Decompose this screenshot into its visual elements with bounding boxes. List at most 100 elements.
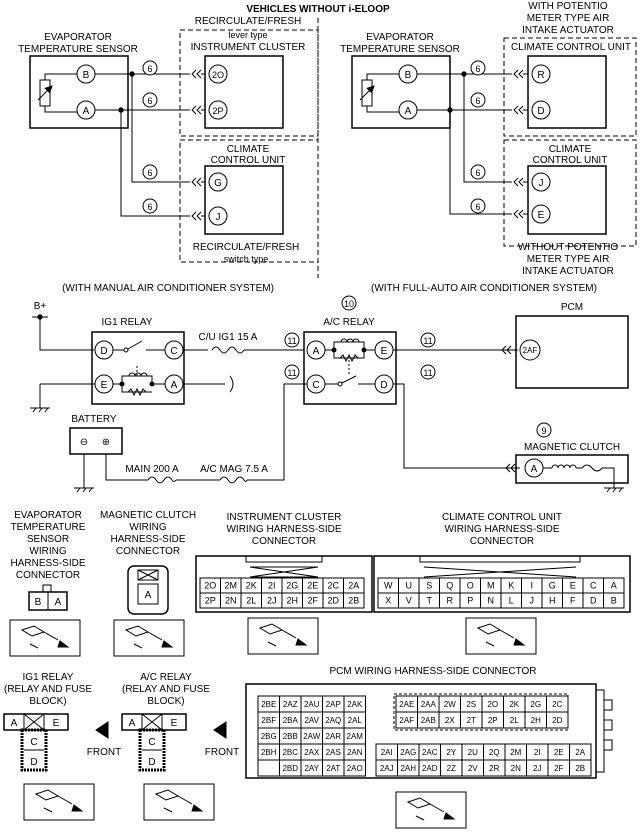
- pin-label: 2AI: [381, 748, 393, 757]
- ig1-term-a: A: [171, 380, 178, 391]
- pin-label: F: [570, 596, 576, 606]
- ccu2-title-1: CLIMATE: [549, 144, 592, 155]
- auto-ccu2-box: [527, 165, 607, 235]
- pin-label: 2Z: [447, 764, 456, 773]
- pin-label: 2E: [554, 748, 564, 757]
- pin-label: 2AL: [348, 716, 363, 725]
- pin-label: 2AP: [326, 700, 341, 709]
- plug-icon: [23, 783, 95, 821]
- wire-num: 6: [147, 202, 152, 212]
- pin-label: 2AE: [399, 700, 414, 709]
- pin-label: 2E: [307, 581, 318, 591]
- ccu-conn-title-1: CLIMATE CONTROL UNIT: [442, 512, 562, 523]
- pin-label: 2M: [510, 748, 521, 757]
- pin-label: 2AF: [399, 716, 414, 725]
- pin-label: 2N: [225, 596, 237, 606]
- pin-label: 2AO: [347, 764, 363, 773]
- ac-relay-box: [303, 331, 397, 405]
- pin-label: 2B: [575, 764, 585, 773]
- ac-term-e: E: [381, 346, 388, 357]
- ac-conn-title-3: BLOCK): [147, 696, 184, 707]
- pin-label: 2M: [224, 581, 237, 591]
- pin-label: 2AS: [326, 748, 341, 757]
- climate-control-unit-box: [204, 165, 284, 235]
- ig1-relay-label: IG1 RELAY: [102, 317, 153, 328]
- ccu-title-1: CLIMATE: [227, 144, 270, 155]
- relay-section: B+ IG1 RELAY D C E A C/U IG1 15 A 11 10 …: [30, 295, 629, 493]
- pin-label: 2I: [268, 581, 276, 591]
- plug-icon: [143, 783, 215, 821]
- auto-ac-section: EVAPORATOR TEMPERATURE SENSOR B A 6 6 6 …: [340, 1, 637, 294]
- pin-label: 2AC: [422, 748, 438, 757]
- without-potentio-1: WITHOUT POTENTIO: [518, 242, 619, 253]
- evap-term-a: A: [83, 106, 90, 117]
- evap-sensor-label-2: TEMPERATURE SENSOR: [18, 44, 138, 55]
- pin-label: X: [385, 596, 391, 606]
- fuse-icon: [219, 476, 248, 484]
- pin-label: 2X: [445, 716, 455, 725]
- pin-label: 2AN: [347, 748, 363, 757]
- cluster-term-2o: 2O: [212, 70, 224, 80]
- wire-num: 6: [475, 202, 480, 212]
- diagram-title: VEHICLES WITHOUT i-ELOOP: [246, 4, 390, 15]
- pin-label: 2AG: [400, 748, 416, 757]
- clutch-conn-title-3: HARNESS-SIDE: [110, 534, 185, 545]
- pin-label: D: [590, 596, 597, 606]
- pin-label: 2D: [552, 716, 562, 725]
- ac-term-c: C: [312, 380, 319, 391]
- instrument-cluster-box: [204, 55, 284, 129]
- evap-conn-title-5: HARNESS-SIDE: [10, 558, 85, 569]
- pin-label: 2V: [468, 764, 478, 773]
- pin-label: 2AH: [400, 764, 416, 773]
- pin-label: 2K: [246, 581, 257, 591]
- pin-label: W: [384, 581, 393, 591]
- pin-cell: [257, 759, 280, 777]
- ig1-term-c: C: [170, 346, 177, 357]
- wire-num: 6: [475, 168, 480, 178]
- pin-label: 2J: [533, 764, 541, 773]
- pcm-box: [515, 315, 629, 389]
- pin-label: 2F: [307, 596, 318, 606]
- pin-label: 2AX: [304, 748, 320, 757]
- pin-label: 2AY: [304, 764, 319, 773]
- pin-label: 2L: [246, 596, 256, 606]
- pin-label: J: [530, 596, 535, 606]
- ig1-pin-e: E: [53, 718, 60, 729]
- pin-label: 2P: [205, 596, 216, 606]
- ccu-term-g: G: [214, 178, 222, 189]
- plug-icon: [465, 617, 537, 655]
- ig1-conn-title-1: IG1 RELAY: [23, 672, 74, 683]
- ccu2-dashed-box: [503, 139, 637, 247]
- relay-switch: [127, 340, 143, 350]
- wire-num: 11: [423, 368, 432, 378]
- pin-label: 2BC: [282, 748, 298, 757]
- pin-label: 2R: [489, 764, 499, 773]
- evap-conn-title-2: TEMPERATURE: [11, 522, 86, 533]
- pin-label: 2AU: [304, 700, 320, 709]
- battery-label: BATTERY: [71, 414, 117, 425]
- pin-label: 2S: [466, 700, 476, 709]
- pin-label: Q: [446, 581, 453, 591]
- fuse-cu-label: C/U IG1 15 A: [199, 332, 258, 343]
- pin-label: L: [509, 596, 514, 606]
- manual-ac-section: EVAPORATOR TEMPERATURE SENSOR B A 6 6 6 …: [18, 16, 319, 294]
- fuse-icon: [147, 476, 177, 484]
- pin-label: 2AR: [325, 732, 341, 741]
- pin-label: 2C: [552, 700, 562, 709]
- clutch-term-a: A: [531, 464, 538, 475]
- pin-label: 2F: [554, 764, 563, 773]
- wire-num: 6: [147, 96, 152, 106]
- ig1-pin-a: A: [11, 718, 18, 729]
- cluster-title-1: RECIRCULATE/FRESH: [195, 16, 302, 27]
- pin-label: 2Y: [446, 748, 456, 757]
- wire-num: 6: [475, 96, 480, 106]
- pin-label: 2AB: [421, 716, 436, 725]
- pin-label: 2A: [575, 748, 585, 757]
- battery-plus: ⊕: [102, 437, 110, 448]
- pin-label: 2H: [531, 716, 541, 725]
- manual-caption: (WITH MANUAL AIR CONDITIONER SYSTEM): [62, 283, 274, 294]
- auto-evap-label-1: EVAPORATOR: [366, 32, 434, 43]
